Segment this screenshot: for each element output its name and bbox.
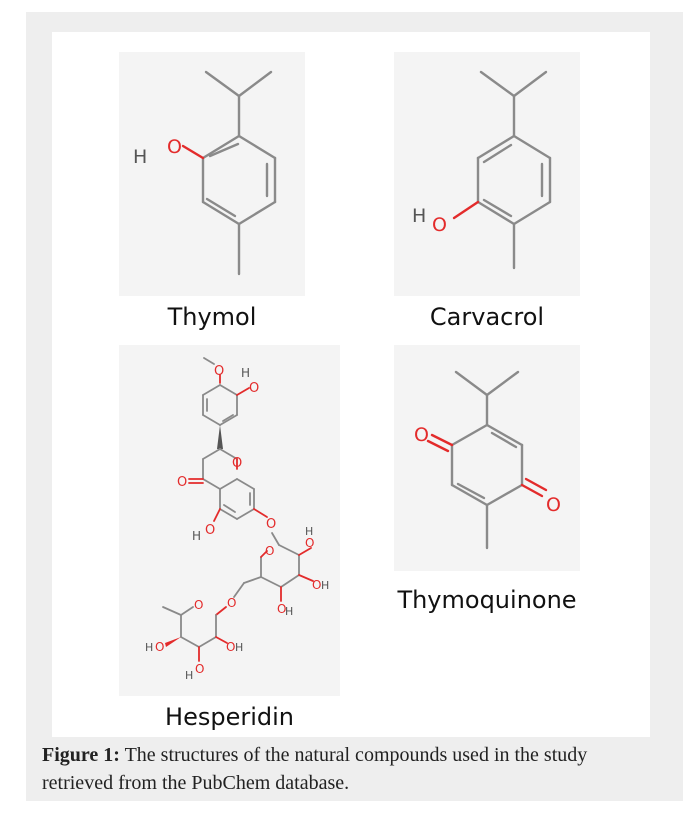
hesperidin-structure: O O H O O O (119, 345, 340, 696)
hesperidin-rhamnose-hydrogen-atom-3: H (185, 669, 193, 682)
hesperidin-ketone-oxygen-atom: O (177, 475, 187, 490)
hesperidin-glucose-hydrogen-atom-3: H (285, 605, 293, 618)
thymol-structure-drawing: O H (133, 70, 277, 276)
carvacrol-hydrogen-atom: H (412, 205, 426, 227)
carvacrol-oxygen-atom: O (432, 214, 447, 236)
hesperidin-glucose-oxygen-atom-1: O (305, 536, 314, 550)
hesperidin-phenol-oxygen-atom: O (249, 381, 259, 396)
thymol-label: Thymol (167, 303, 257, 331)
hesperidin-ring-oxygen-atom: O (232, 456, 242, 471)
hesperidin-rhamnose-oxygen-atom-3: O (195, 662, 204, 676)
thymol-oxygen-atom: O (167, 136, 182, 158)
hesperidin-glucose-hydrogen-atom-2: H (321, 579, 329, 592)
hesperidin-structure-drawing: O O H O O O (145, 357, 329, 682)
hesperidin-glucose-ring-oxygen-atom: O (265, 544, 274, 558)
hesperidin-phenol-hydrogen-atom: H (241, 366, 250, 380)
hesperidin-glucose-oxygen-atom-2: O (312, 578, 321, 592)
figure-caption-label: Figure 1: (42, 744, 120, 766)
hesperidin-ring-a-hydrogen-atom: H (192, 529, 201, 543)
thymol-hydrogen-atom: H (133, 146, 147, 168)
hesperidin-ring-a-oxygen-atom: O (205, 523, 215, 538)
figure-caption-text: The structures of the natural compounds … (42, 744, 588, 794)
hesperidin-rhamnose-hydrogen-atom-1: H (145, 641, 153, 654)
hesperidin-rhamnose-ring-oxygen-atom: O (194, 598, 203, 612)
thymoquinone-oxygen-atom-1: O (414, 424, 429, 446)
hesperidin-rhamnose-hydrogen-atom-2: H (235, 641, 243, 654)
carvacrol-structure: O H (394, 52, 580, 296)
carvacrol-structure-drawing: O H (412, 70, 552, 270)
hesperidin-label: Hesperidin (165, 703, 294, 731)
hesperidin-linker-oxygen-atom: O (227, 596, 236, 610)
hesperidin-rhamnose-oxygen-atom-2: O (226, 640, 235, 654)
hesperidin-rhamnose-oxygen-atom-1: O (155, 640, 164, 654)
hesperidin-glucose-hydrogen-atom-1: H (305, 525, 313, 538)
hesperidin-glucose-oxygen-atom-3: O (277, 602, 286, 616)
figure-caption: Figure 1: The structures of the natural … (42, 741, 602, 797)
thymoquinone-oxygen-atom-2: O (546, 494, 561, 516)
thymoquinone-label: Thymoquinone (397, 586, 577, 614)
hesperidin-methoxy-oxygen-atom: O (214, 364, 224, 379)
thymoquinone-structure: O O (394, 345, 580, 571)
carvacrol-label: Carvacrol (429, 303, 545, 331)
hesperidin-glycosidic-oxygen-atom: O (266, 517, 276, 532)
thymoquinone-structure-drawing: O O (414, 370, 561, 550)
thymol-structure: O H (119, 52, 305, 296)
